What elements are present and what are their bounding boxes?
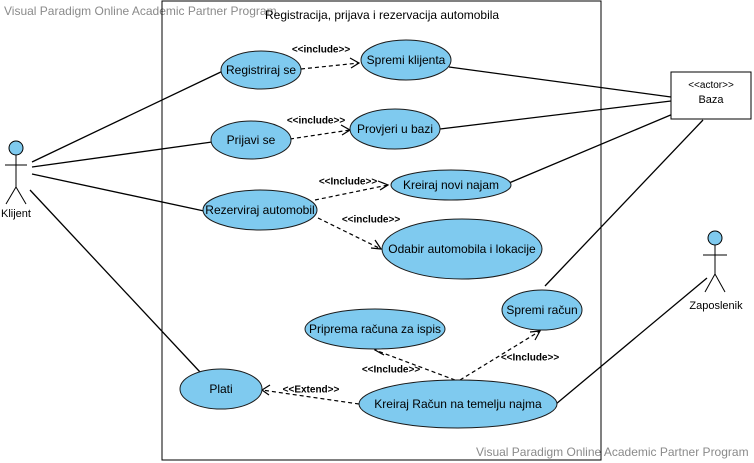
use-case-kreiraj-racun[interactable]: Kreiraj Račun na temelju najma <box>358 379 558 429</box>
include-rezerviraj-najam[interactable] <box>314 184 389 201</box>
arrowhead-icon <box>377 180 390 191</box>
arrowhead-icon <box>349 57 361 69</box>
watermark-bottom: Visual Paradigm Online Academic Partner … <box>476 445 749 459</box>
label-include: <<include>> <box>292 45 351 56</box>
extend-kreiraj-plati[interactable] <box>261 389 360 405</box>
use-case-rezerviraj[interactable]: Rezerviraj automobil <box>202 189 318 231</box>
include-kreiraj-priprema[interactable] <box>374 349 456 381</box>
associations <box>29 66 708 405</box>
use-case-label: Spremi račun <box>506 303 577 317</box>
use-case-plati[interactable]: Plati <box>179 368 263 410</box>
assoc-zaposlenik-kreiraj[interactable] <box>555 277 708 405</box>
include-kreiraj-spremi-racun[interactable] <box>459 330 541 381</box>
system-boundary[interactable] <box>161 0 602 461</box>
use-case-label: Odabir automobila i lokacije <box>388 242 536 256</box>
use-case-label: Kreiraj novi najam <box>403 178 499 192</box>
arrowhead-icon <box>529 330 542 341</box>
use-case-spremi-klijenta[interactable]: Spremi klijenta <box>360 39 452 81</box>
label-include: <<Include>> <box>319 177 378 188</box>
stick-figure-icon <box>5 140 27 205</box>
assoc-klijent-plati[interactable] <box>29 189 201 373</box>
use-case-label: Provjeri u bazi <box>357 122 433 136</box>
actor-label: Klijent <box>1 208 31 220</box>
use-case-odabir[interactable]: Odabir automobila i lokacije <box>381 218 543 280</box>
use-case-label: Prijavi se <box>227 133 276 147</box>
label-include: <<include>> <box>287 116 346 127</box>
assoc-klijent-registriraj[interactable] <box>31 69 226 163</box>
label-extend: <<Extend>> <box>283 385 340 396</box>
label-include: <<include>> <box>342 215 401 226</box>
assoc-provjeri-baza[interactable] <box>439 100 672 130</box>
assoc-klijent-prijavi[interactable] <box>31 141 213 168</box>
include-registriraj-spremi[interactable] <box>300 62 360 70</box>
watermark-top: Visual Paradigm Online Academic Partner … <box>4 4 277 18</box>
stick-figure-icon <box>703 230 727 293</box>
assoc-spremi-baza[interactable] <box>448 66 672 98</box>
use-case-registriraj[interactable]: Registriraj se <box>220 50 302 90</box>
assoc-najam-baza[interactable] <box>508 113 674 184</box>
system-title: Registracija, prijava i rezervacija auto… <box>265 8 499 22</box>
label-include: <<Include>> <box>362 365 421 376</box>
actor-label: Zaposlenik <box>689 300 743 312</box>
use-case-label: Spremi klijenta <box>367 53 446 67</box>
actor-label: Baza <box>698 94 724 106</box>
include-prijavi-provjeri[interactable] <box>289 129 351 140</box>
use-case-priprema[interactable]: Priprema računa za ispis <box>304 308 446 350</box>
use-case-label: Priprema računa za ispis <box>309 322 441 336</box>
label-include: <<Include>> <box>501 353 560 364</box>
use-case-prijavi[interactable]: Prijavi se <box>210 120 292 160</box>
use-case-label: Registriraj se <box>226 63 296 77</box>
use-case-label: Rezerviraj automobil <box>205 203 314 217</box>
actor-baza[interactable]: <<actor>> Baza <box>670 71 752 120</box>
use-case-kreiraj-najam[interactable]: Kreiraj novi najam <box>390 169 512 201</box>
assoc-klijent-rezerviraj[interactable] <box>31 173 205 212</box>
use-case-label: Kreiraj Račun na temelju najma <box>374 397 542 411</box>
actor-stereotype: <<actor>> <box>688 80 734 91</box>
assoc-racun-baza[interactable] <box>544 119 704 287</box>
use-case-spremi-racun[interactable]: Spremi račun <box>501 289 583 331</box>
include-rezerviraj-odabir[interactable] <box>317 217 382 250</box>
actor-klijent[interactable]: Klijent <box>1 140 31 220</box>
arrowhead-icon <box>370 239 383 250</box>
use-case-provjeri[interactable]: Provjeri u bazi <box>349 108 441 150</box>
use-case-label: Plati <box>209 382 232 396</box>
actor-zaposlenik[interactable]: Zaposlenik <box>689 230 743 312</box>
